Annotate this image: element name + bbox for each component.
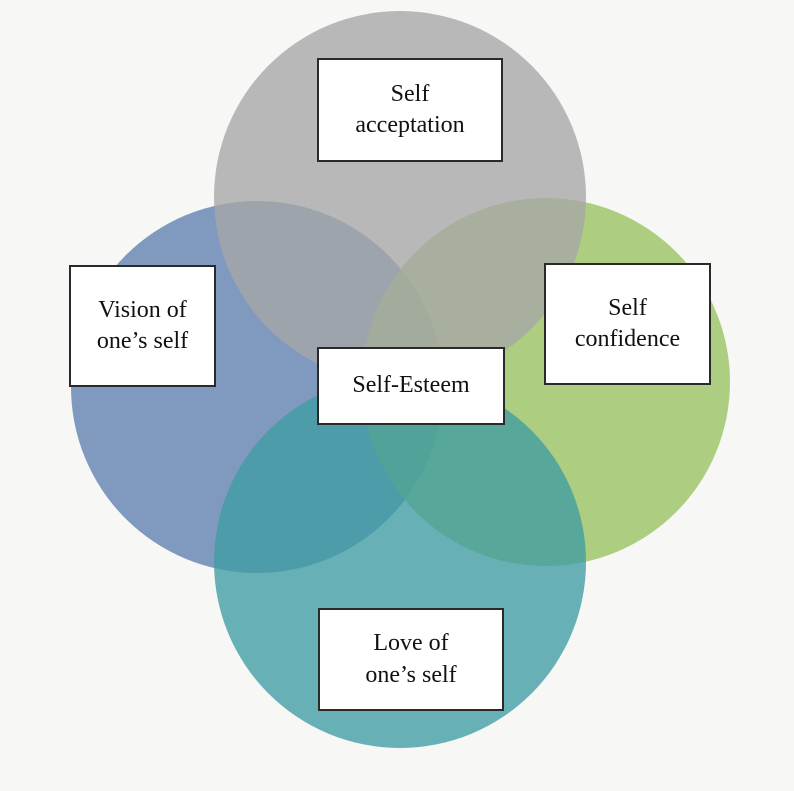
label-vision-line1: Vision of [98, 296, 187, 323]
label-vision-line2: one’s self [96, 328, 189, 354]
label-vision-of-ones-self: Vision of one’s self [69, 265, 216, 387]
label-self-acceptation: Self acceptation [317, 58, 503, 162]
label-self-esteem-text: Self-Esteem [352, 372, 470, 399]
label-love-of-ones-self: Love of one’s self [318, 608, 504, 711]
label-love-line1: Love of [373, 630, 449, 657]
label-self-confidence: Self confidence [544, 263, 711, 385]
label-self-confidence-line1: Self [608, 294, 647, 321]
label-self-esteem: Self-Esteem [317, 347, 505, 425]
label-self-confidence-line2: confidence [574, 326, 681, 352]
label-love-line2: one’s self [365, 661, 457, 688]
label-self-acceptation-line1: Self [390, 80, 430, 107]
label-self-acceptation-line2: acceptation [355, 112, 465, 138]
